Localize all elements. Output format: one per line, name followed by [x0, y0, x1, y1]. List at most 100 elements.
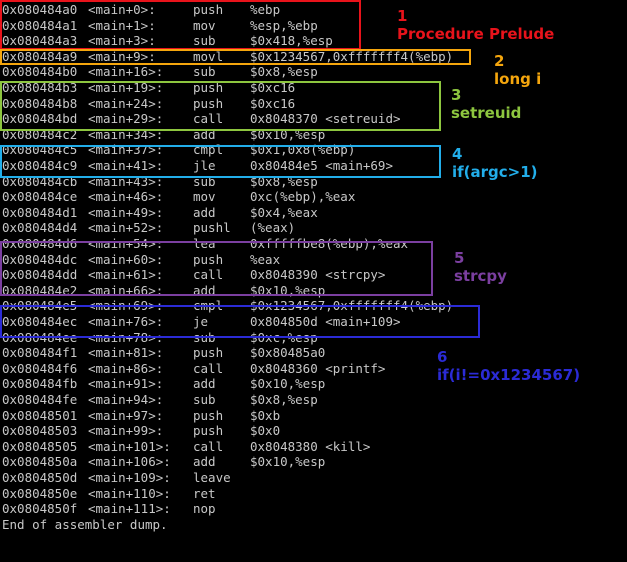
asm-operands: 0xfffffbe8(%ebp),%eax: [250, 236, 409, 251]
annotation-4-number: 4: [452, 145, 463, 163]
asm-operands: $0xc16: [250, 95, 296, 111]
asm-address: 0x0804850f: [2, 501, 78, 517]
asm-offset: <main+94>:: [88, 392, 164, 407]
annotation-1-number: 1: [397, 7, 408, 25]
asm-opcode: sub: [193, 64, 216, 80]
asm-opcode: movl: [193, 48, 224, 64]
asm-operands: 0xc(%ebp),%eax: [250, 189, 356, 205]
asm-operands: $0x4,%eax: [250, 204, 318, 220]
asm-operands: 0x80484e5 <main+69>: [250, 158, 393, 173]
asm-opcode: pushl: [193, 220, 231, 236]
asm-operands: $0x418,%esp: [250, 33, 333, 49]
asm-offset: <main+106>:: [88, 454, 171, 470]
asm-operands: %esp,%ebp: [250, 17, 318, 33]
asm-opcode: jle: [193, 158, 216, 173]
asm-opcode: push: [193, 251, 224, 267]
asm-address: 0x080484b0: [2, 64, 78, 80]
asm-opcode: push: [193, 80, 224, 95]
end-of-dump-line: End of assembler dump.: [0, 517, 168, 532]
asm-opcode: lea: [193, 236, 216, 251]
asm-opcode: add: [193, 376, 216, 392]
asm-address: 0x08048505: [2, 438, 78, 454]
asm-opcode: call: [193, 438, 224, 454]
setreuid-box: [0, 81, 441, 131]
asm-operands: $0xc16: [250, 80, 296, 95]
annotation-4-label: if(argc>1): [452, 163, 538, 181]
annotation-2-number: 2: [494, 52, 505, 70]
asm-offset: <main+109>:: [88, 470, 171, 485]
asm-offset: <main+46>:: [88, 189, 164, 205]
asm-address: 0x080484fb: [2, 376, 78, 392]
asm-opcode: ret: [193, 485, 216, 501]
asm-address: 0x080484b3: [2, 80, 78, 95]
annotation-5-number: 5: [454, 249, 465, 267]
asm-offset: <main+99>:: [88, 423, 164, 439]
asm-operands: 0x804850d <main+109>: [250, 314, 401, 329]
asm-offset: <main+81>:: [88, 345, 164, 361]
asm-opcode: call: [193, 267, 224, 283]
magic-compare-box: [0, 305, 480, 338]
asm-address: 0x080484a9: [2, 48, 78, 64]
asm-address: 0x08048503: [2, 423, 78, 439]
asm-opcode: nop: [193, 501, 216, 517]
asm-opcode: mov: [193, 17, 216, 33]
asm-address: 0x080484f6: [2, 360, 78, 376]
asm-operands: $0x8,%esp: [250, 392, 318, 407]
procedure-prelude-box: [0, 0, 361, 50]
asm-offset: <main+86>:: [88, 360, 164, 376]
asm-operands: $0x10,%esp: [250, 376, 326, 392]
asm-offset: <main+60>:: [88, 251, 164, 267]
asm-offset: <main+9>:: [88, 48, 156, 64]
asm-address: 0x080484dc: [2, 251, 78, 267]
asm-operands: $0x1234567,0xfffffff4(%ebp): [250, 48, 454, 64]
asm-offset: <main+101>:: [88, 438, 171, 454]
asm-offset: <main+97>:: [88, 407, 164, 423]
asm-offset: <main+41>:: [88, 158, 164, 173]
annotation-1-label: Procedure Prelude: [397, 25, 555, 43]
asm-opcode: add: [193, 454, 216, 470]
asm-operands: 0x8048360 <printf>: [250, 360, 386, 376]
asm-operands: $0x8,%esp: [250, 64, 318, 80]
asm-operands: $0x10,%esp: [250, 454, 326, 470]
asm-opcode: push: [193, 95, 224, 111]
asm-opcode: push: [193, 345, 224, 361]
annotation-3-label: setreuid: [451, 104, 522, 122]
asm-opcode: sub: [193, 33, 216, 49]
asm-offset: <main+16>:: [88, 64, 164, 80]
asm-opcode: leave: [193, 470, 231, 485]
asm-offset: <main+91>:: [88, 376, 164, 392]
asm-offset: <main+76>:: [88, 314, 164, 329]
annotation-6-number: 6: [437, 348, 448, 366]
asm-address: 0x080484a1: [2, 17, 78, 33]
asm-operands: 0x8048370 <setreuid>: [250, 111, 401, 127]
annotation-4: 4 if(argc>1): [452, 145, 538, 181]
asm-operands: %ebp: [250, 2, 281, 17]
asm-opcode: add: [193, 204, 216, 220]
long-i-box: [0, 49, 471, 65]
asm-opcode: push: [193, 407, 224, 423]
asm-offset: <main+111>:: [88, 501, 171, 517]
asm-offset: <main+54>:: [88, 236, 164, 251]
annotation-5: 5 strcpy: [454, 249, 507, 285]
asm-address: 0x080484dd: [2, 267, 78, 283]
asm-operands: $0x80485a0: [250, 345, 326, 361]
annotation-6-label: if(i!=0x1234567): [437, 366, 581, 384]
asm-offset: <main+3>:: [88, 33, 156, 49]
asm-opcode: call: [193, 360, 224, 376]
asm-offset: <main+29>:: [88, 111, 164, 127]
asm-opcode: push: [193, 2, 224, 17]
asm-address: 0x080484b8: [2, 95, 78, 111]
annotation-2: 2 long i: [494, 52, 541, 88]
annotation-2-label: long i: [494, 70, 542, 88]
asm-opcode: sub: [193, 392, 216, 407]
asm-address: 0x080484ce: [2, 189, 78, 205]
asm-operands: (%eax): [250, 220, 296, 236]
asm-address: 0x080484c9: [2, 158, 78, 173]
asm-address: 0x080484f1: [2, 345, 78, 361]
asm-address: 0x0804850a: [2, 454, 78, 470]
asm-opcode: mov: [193, 189, 216, 205]
asm-address: 0x0804850d: [2, 470, 78, 485]
asm-offset: <main+49>:: [88, 204, 164, 220]
asm-operands: $0x0: [250, 423, 281, 439]
